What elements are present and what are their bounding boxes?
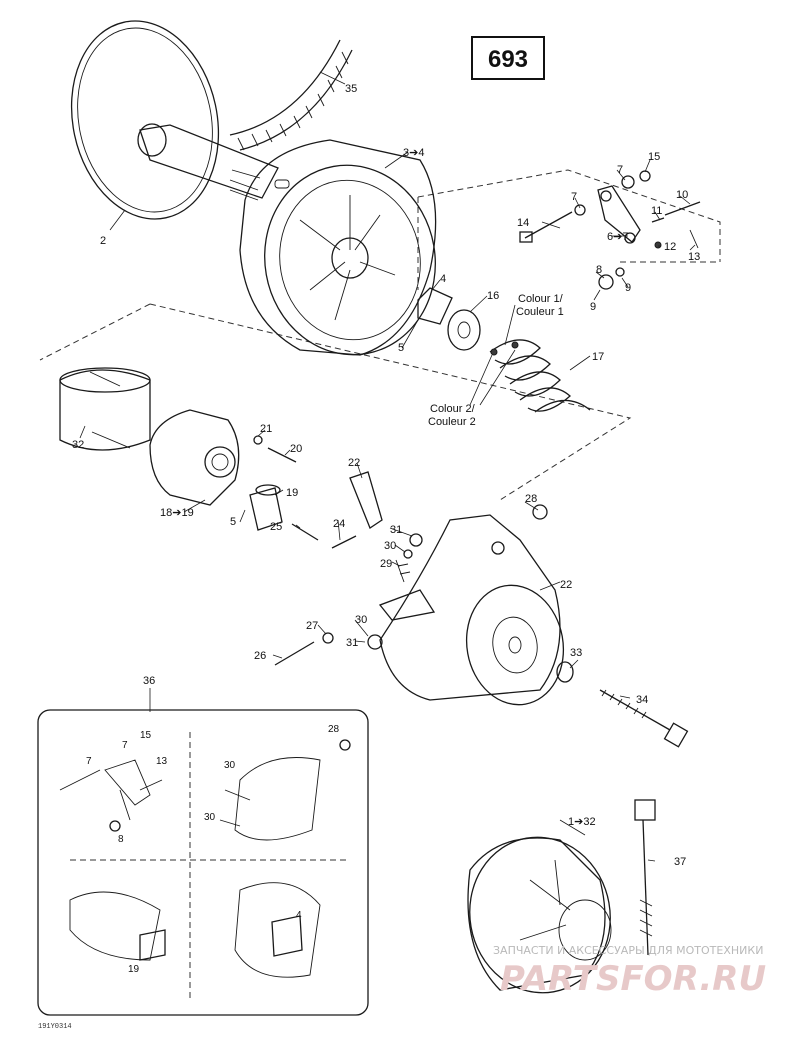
callout-12: 12 xyxy=(664,241,676,253)
colour2-line1: Colour 2/ xyxy=(430,403,476,415)
callout-26: 26 xyxy=(254,650,266,662)
small-hardware-part xyxy=(253,435,548,666)
callout-4: 4 xyxy=(440,273,446,285)
callout-3-to-4: 3➔4 xyxy=(403,147,424,159)
movable-sheave-part xyxy=(239,139,437,356)
inset-callout-19: 19 xyxy=(128,964,140,975)
watermark-tagline: ЗАПЧАСТИ И АКСЕССУАРЫ ДЛЯ МОТОТЕХНИКИ xyxy=(493,944,763,957)
drawing-code: 191Y0314 xyxy=(38,1023,72,1031)
callout-2: 2 xyxy=(100,235,106,247)
inset-callout-30-b: 30 xyxy=(204,812,216,823)
callout-9-right: 9 xyxy=(625,282,631,294)
callout-32: 32 xyxy=(72,439,84,451)
sleeve-part xyxy=(59,367,151,451)
colour2-line2: Couleur 2 xyxy=(428,416,476,428)
callout-24: 24 xyxy=(333,518,345,530)
inset-callout-30-a: 30 xyxy=(224,760,236,771)
callout-1-to-32: 1➔32 xyxy=(568,816,596,828)
callout-19: 19 xyxy=(286,487,298,499)
callout-34: 34 xyxy=(636,694,648,706)
leader-lines xyxy=(79,71,696,862)
inset-callout-4: 4 xyxy=(296,910,302,921)
inset-callout-15: 15 xyxy=(140,730,152,741)
retaining-bolt-part xyxy=(556,661,689,748)
callout-31-upper: 31 xyxy=(390,524,402,536)
inset-callout-8: 8 xyxy=(118,834,124,845)
colour1-line2: Couleur 1 xyxy=(516,306,564,318)
callout-10: 10 xyxy=(676,189,688,201)
colour1-line1: Colour 1/ xyxy=(518,293,564,305)
callout-27: 27 xyxy=(306,620,318,632)
fixed-sheave-part xyxy=(70,20,279,220)
watermark-brand: PARTSFOR.RU xyxy=(500,959,766,999)
inset-callout-7-b: 7 xyxy=(86,756,92,767)
callout-14: 14 xyxy=(517,217,529,229)
callout-7-upper: 7 xyxy=(617,164,623,176)
callout-31-lower: 31 xyxy=(346,637,358,649)
callout-37: 37 xyxy=(674,856,686,868)
roller-housing-part xyxy=(378,514,565,706)
callout-11: 11 xyxy=(651,205,662,217)
callout-21: 21 xyxy=(260,423,272,435)
inset-callout-7-a: 7 xyxy=(122,740,128,751)
callout-7-middle: 7 xyxy=(571,191,577,203)
callout-6-to-7: 6➔7 xyxy=(607,231,628,243)
callout-22-upper: 22 xyxy=(348,457,360,469)
callout-29: 29 xyxy=(380,558,392,570)
callout-22-lower: 22 xyxy=(560,579,572,591)
callout-28: 28 xyxy=(525,493,537,505)
callout-33: 33 xyxy=(570,647,582,659)
cam-arm-assembly-part xyxy=(519,170,701,290)
callout-25: 25 xyxy=(270,521,282,533)
callout-36: 36 xyxy=(143,675,155,687)
callout-35: 35 xyxy=(345,83,357,95)
callout-15: 15 xyxy=(648,151,660,163)
callout-8: 8 xyxy=(596,264,602,276)
callout-18-to-19: 18➔19 xyxy=(160,507,194,519)
callout-16: 16 xyxy=(487,290,499,302)
callout-13: 13 xyxy=(688,251,700,263)
callout-5-upper: 5 xyxy=(398,342,404,354)
upper-group-boundary xyxy=(417,169,721,290)
inset-callout-28: 28 xyxy=(328,724,340,735)
callout-30-lower: 30 xyxy=(355,614,367,626)
spider-part xyxy=(149,409,283,531)
page-number-box: 693 xyxy=(471,36,545,80)
callout-20: 20 xyxy=(290,443,302,455)
inset-callout-13: 13 xyxy=(156,756,168,767)
lower-group-boundary xyxy=(39,303,632,501)
page-number: 693 xyxy=(488,46,528,73)
inset-callouts: 15 7 7 13 8 28 30 30 19 4 xyxy=(86,724,340,975)
callout-17: 17 xyxy=(592,351,604,363)
complete-assembly-part xyxy=(467,799,656,994)
inset-panel xyxy=(37,709,369,1016)
callout-9-left: 9 xyxy=(590,301,596,313)
drive-belt-part xyxy=(229,39,353,151)
spring-and-bushing-part xyxy=(417,287,591,413)
callout-5-lower: 5 xyxy=(230,516,236,528)
callout-labels: 35 2 3➔4 7 15 7 10 11 14 6➔7 12 13 8 9 9… xyxy=(72,83,700,706)
callout-30-upper: 30 xyxy=(384,540,396,552)
